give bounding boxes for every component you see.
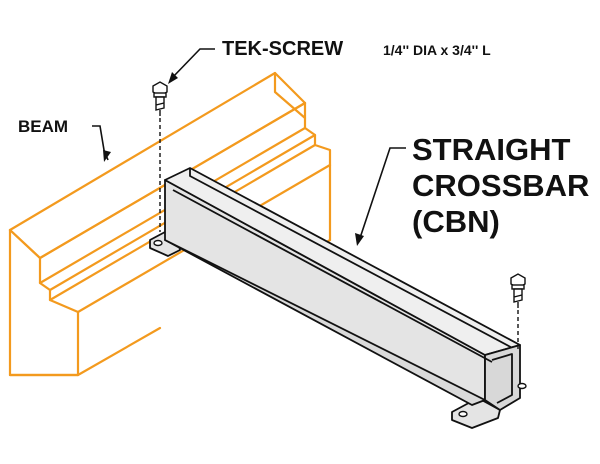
crossbar-label-line3: (CBN)	[412, 204, 500, 239]
left-flange-hole	[153, 239, 163, 247]
tek-screw-left	[152, 81, 168, 232]
screw-spec-label: 1/4'' DIA x 3/4'' L	[383, 42, 491, 58]
crossbar-label-line2: CROSSBAR	[412, 168, 590, 203]
crossbar-label: STRAIGHT CROSSBAR (CBN)	[412, 132, 589, 240]
right-flange-hole-1	[458, 410, 468, 418]
tek-screw-label: TEK-SCREW	[222, 38, 344, 60]
crossbar-leader	[359, 147, 406, 239]
crossbar	[149, 167, 521, 429]
right-flange-hole-2	[517, 382, 527, 390]
tek-screw-right	[510, 273, 526, 352]
crossbar-label-line1: STRAIGHT	[412, 132, 571, 167]
beam-label: BEAM	[18, 117, 69, 136]
tek-screw-leader	[171, 48, 215, 79]
